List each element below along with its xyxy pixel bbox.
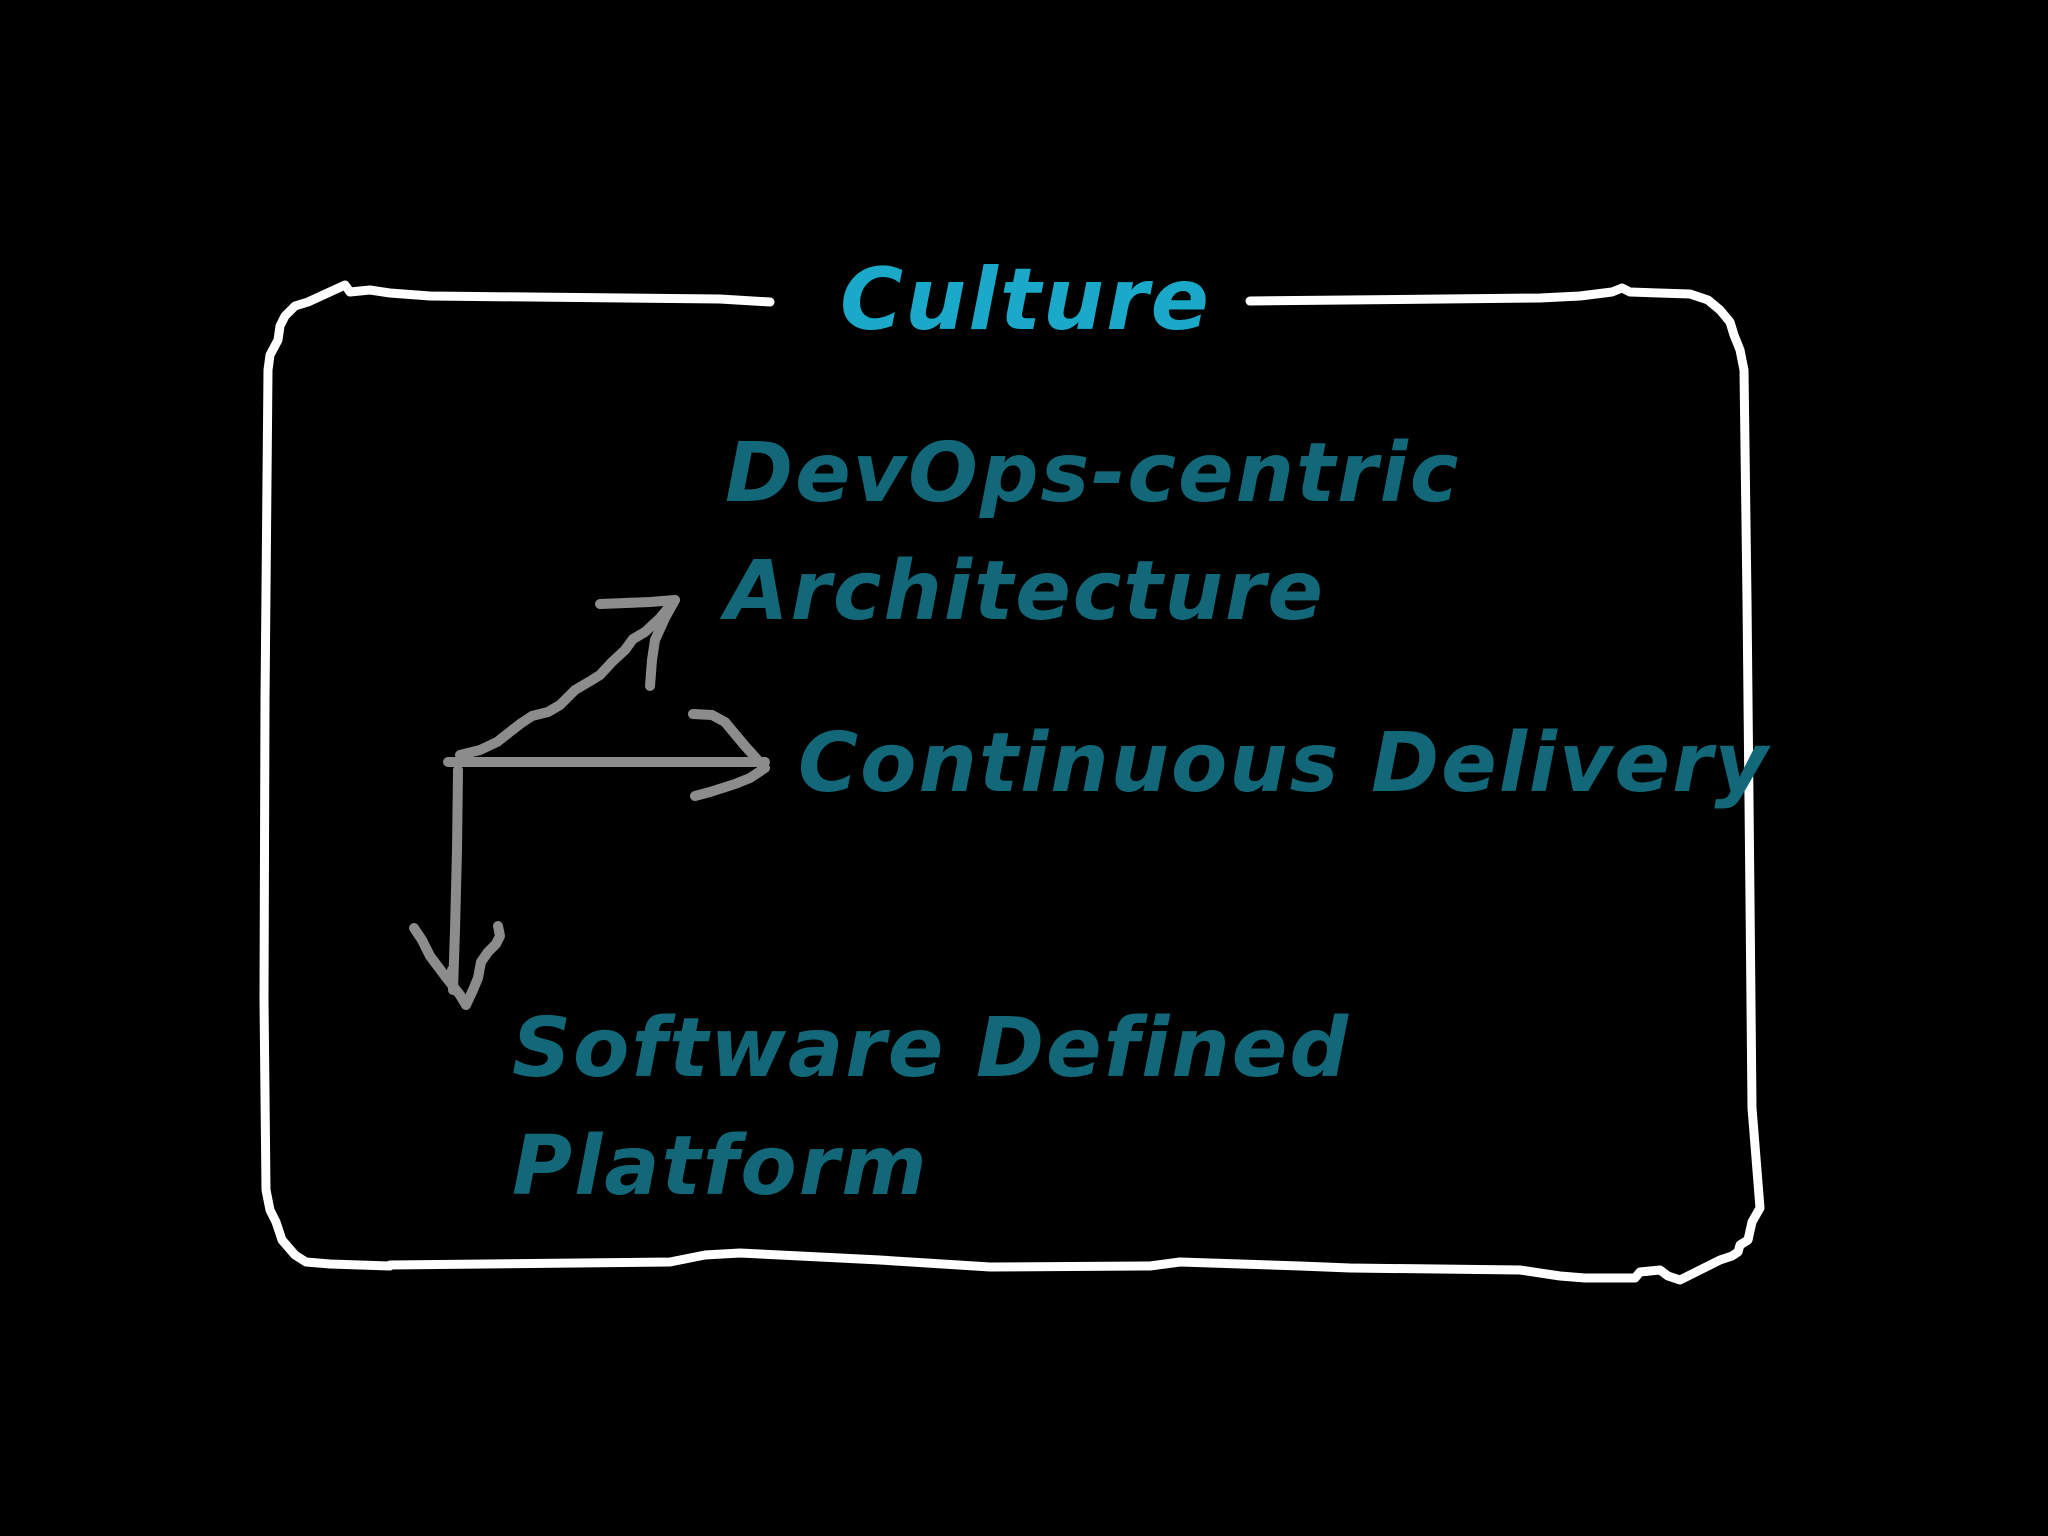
node-label-line: Architecture	[725, 544, 1326, 639]
arrow-to-platform	[447, 765, 463, 995]
arrowhead-continuous-delivery	[688, 709, 770, 801]
frame-border	[259, 280, 1765, 1285]
arrowhead-architecture	[595, 595, 680, 691]
node-label-line: Software Defined	[512, 1001, 1351, 1096]
node-label-line: Platform	[512, 1119, 929, 1214]
node-label-line: Continuous Delivery	[798, 716, 1770, 811]
node-software-defined-platform: Software Defined Platform	[512, 990, 1350, 1226]
arrowhead-platform	[409, 921, 505, 1010]
node-continuous-delivery: Continuous Delivery	[798, 705, 1770, 823]
node-devops-centric-architecture: DevOps-centric Architecture	[725, 415, 1460, 651]
diagram-title: Culture	[840, 250, 1211, 350]
arrow-to-architecture	[455, 595, 680, 760]
node-label-line: DevOps-centric	[725, 426, 1461, 521]
